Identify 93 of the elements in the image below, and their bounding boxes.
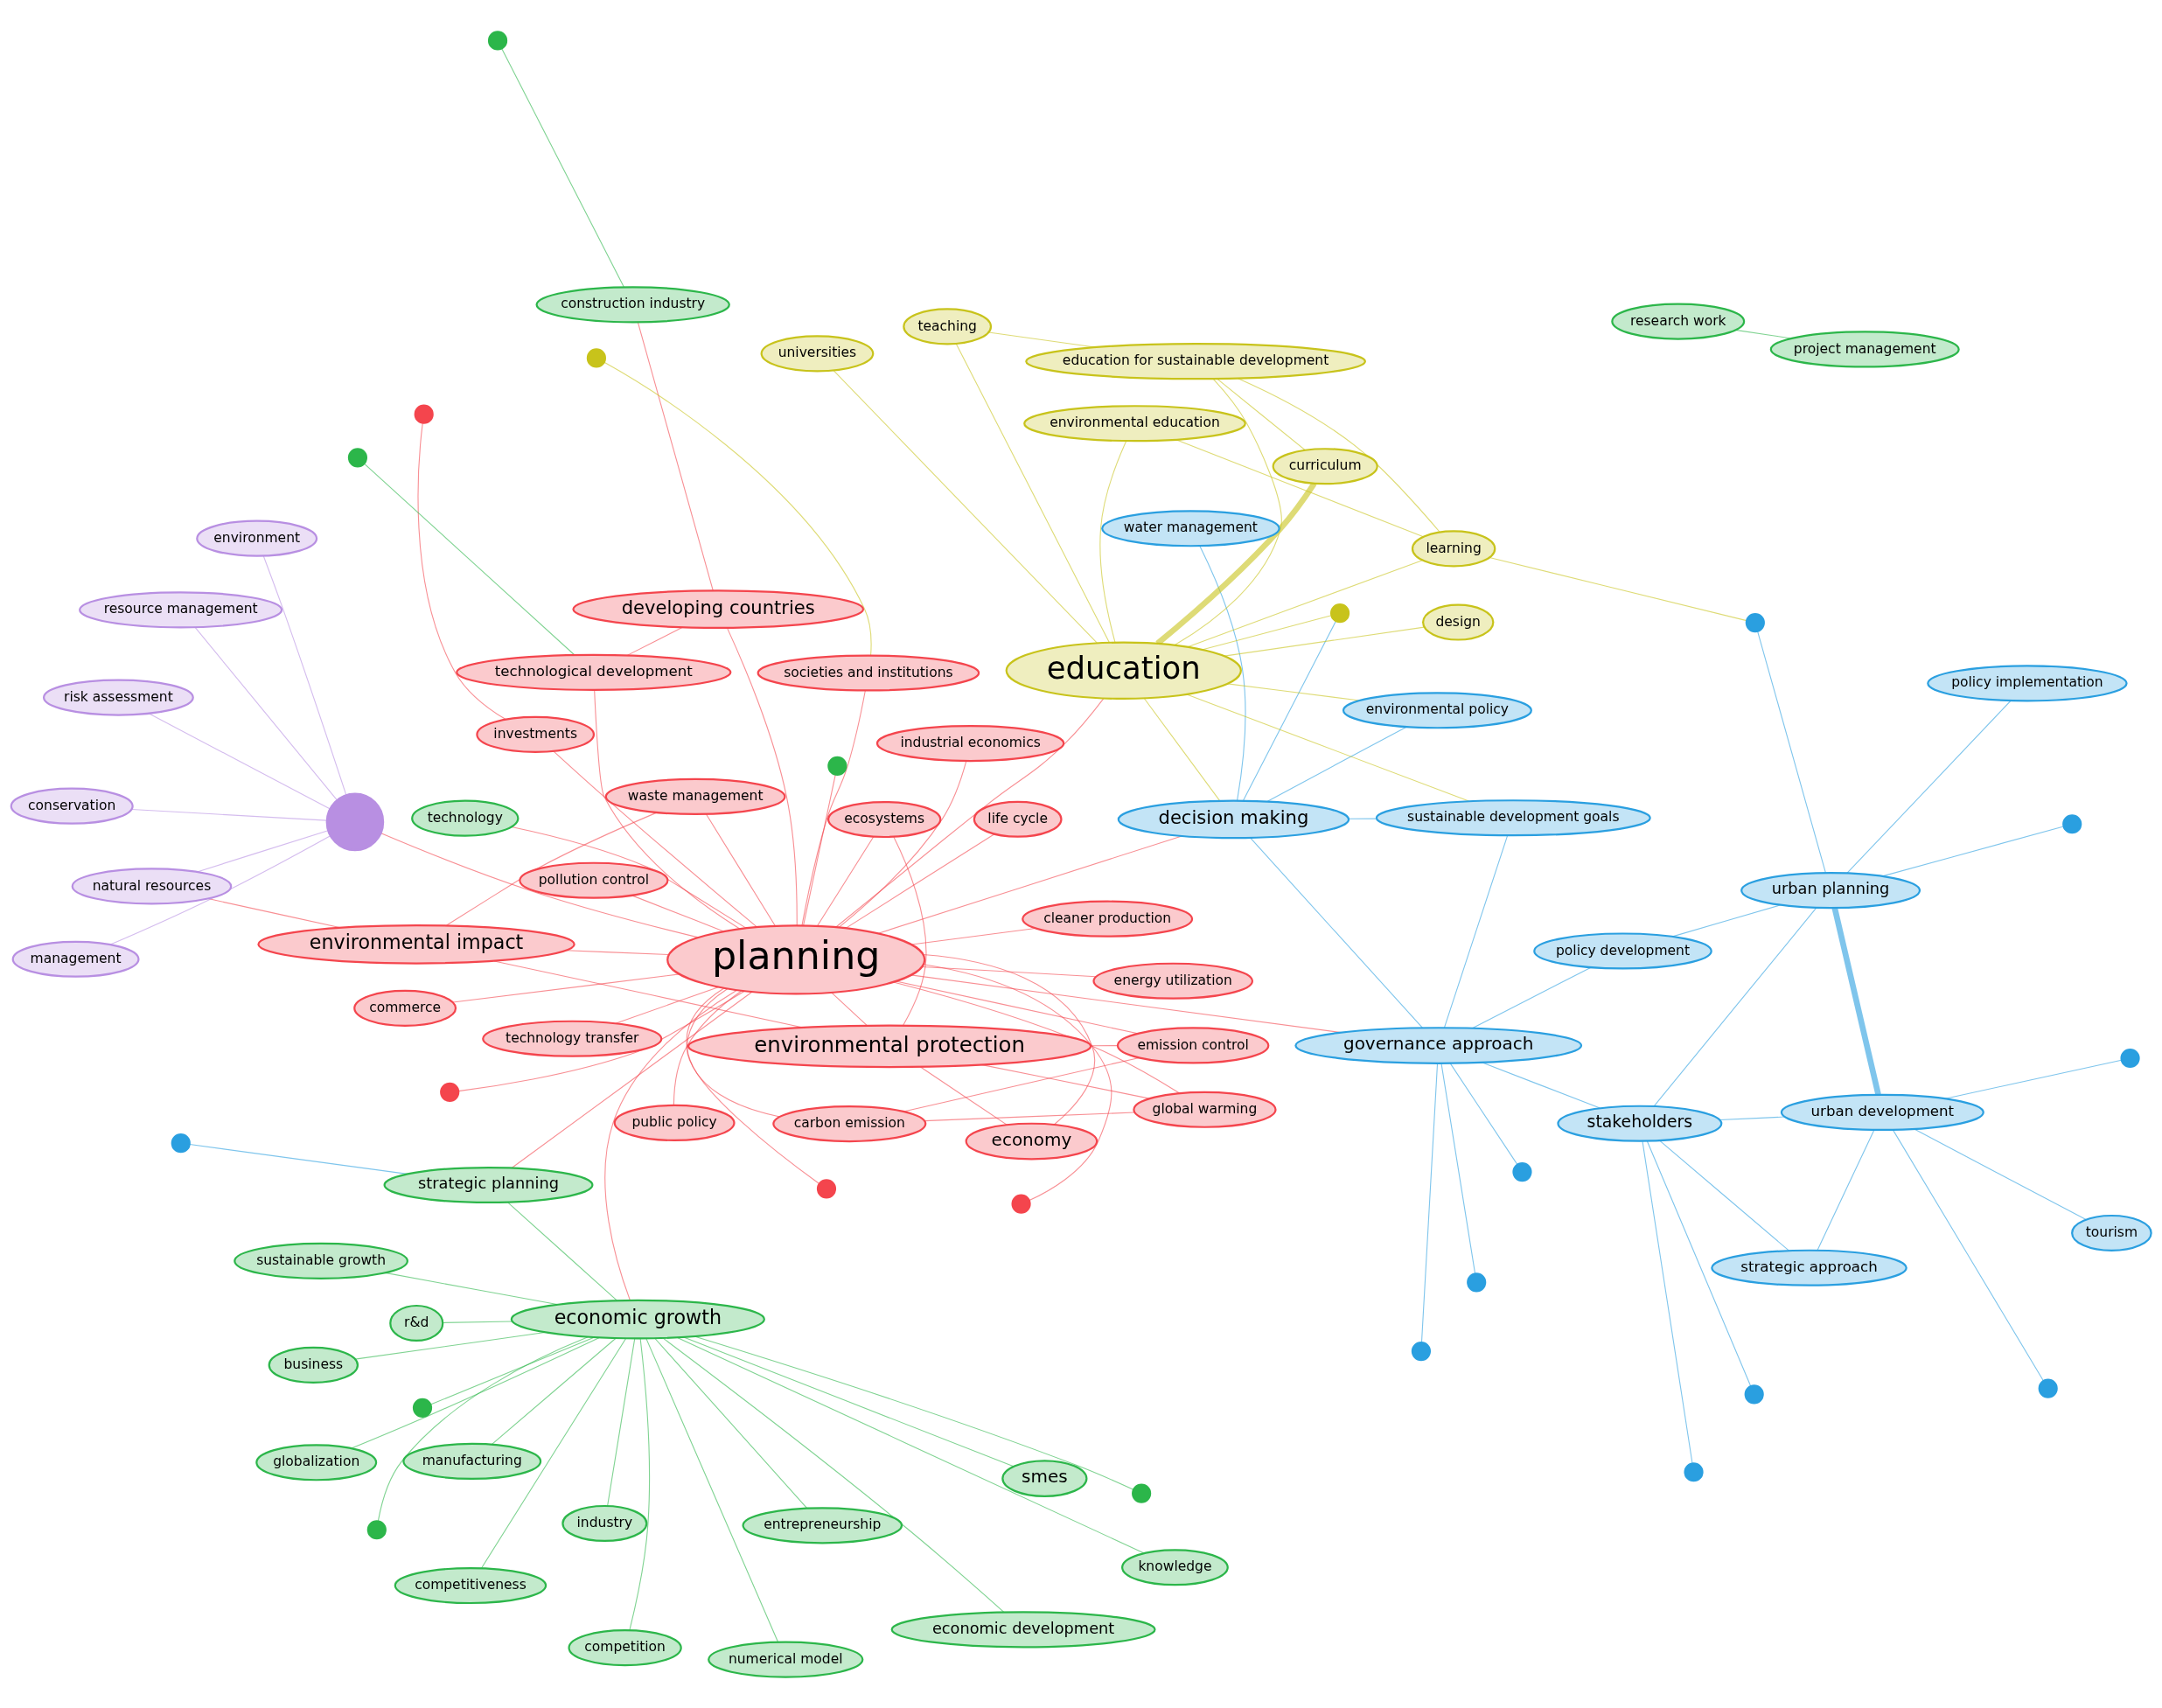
node-ellipse: sustainable growth	[234, 1242, 408, 1279]
node-ellipse: global warming	[1133, 1091, 1277, 1128]
node-ellipse: competitiveness	[394, 1566, 547, 1604]
node-circle	[1411, 1341, 1431, 1361]
node-ellipse: smes	[1001, 1459, 1088, 1497]
node-ellipse: ecosystems	[827, 800, 942, 838]
node-ellipse: management	[11, 940, 140, 978]
connector	[511, 826, 747, 929]
node-ellipse: life cycle	[973, 800, 1063, 838]
node-ellipse: tourism	[2071, 1214, 2152, 1251]
node-ellipse: governance approach	[1294, 1026, 1583, 1064]
node-circle	[816, 1178, 837, 1198]
node-ellipse: technological development	[456, 653, 732, 691]
node-ellipse: environment	[196, 519, 318, 557]
node-ellipse: competition	[568, 1628, 682, 1666]
node-circle	[1011, 1193, 1031, 1214]
node-ellipse: r&d	[389, 1304, 444, 1342]
node-ellipse: education for sustainable development	[1025, 342, 1366, 380]
node-circle	[414, 404, 434, 424]
node-circle	[1132, 1483, 1152, 1503]
node-circle	[586, 347, 606, 367]
node-ellipse: investments	[476, 715, 596, 753]
node-ellipse: policy development	[1533, 931, 1712, 970]
node-circle	[1512, 1161, 1532, 1182]
node-circle	[325, 792, 385, 851]
node-ellipse: emission control	[1116, 1026, 1270, 1063]
node-ellipse: numerical model	[708, 1641, 864, 1678]
node-ellipse: construction industry	[535, 285, 730, 323]
node-circle	[487, 30, 508, 50]
node-circle	[171, 1133, 191, 1153]
node-ellipse: conservation	[10, 787, 134, 825]
node-ellipse: public policy	[613, 1104, 736, 1141]
node-ellipse: education	[1005, 641, 1242, 700]
node-ellipse: industry	[561, 1504, 648, 1542]
node-ellipse: water management	[1101, 509, 1280, 547]
node-ellipse: energy utilization	[1092, 962, 1254, 1000]
node-ellipse: waste management	[604, 777, 786, 815]
node-circle	[412, 1398, 433, 1418]
node-circle	[1467, 1272, 1487, 1292]
node-circle	[2120, 1048, 2140, 1068]
connector	[457, 990, 745, 1091]
node-ellipse: project management	[1769, 330, 1960, 368]
node-ellipse: universities	[760, 334, 875, 372]
node-circle	[440, 1082, 460, 1102]
node-ellipse: societies and institutions	[757, 653, 980, 692]
node-ellipse: carbon emission	[772, 1105, 927, 1142]
node-ellipse: planning	[666, 924, 926, 995]
node-ellipse: resource management	[79, 590, 283, 628]
node-ellipse: cleaner production	[1022, 900, 1194, 938]
node-ellipse: environmental protection	[687, 1024, 1092, 1068]
node-ellipse: urban development	[1780, 1093, 1984, 1131]
connector	[662, 1337, 1005, 1613]
node-ellipse: design	[1422, 603, 1495, 641]
node-ellipse: research work	[1611, 302, 1746, 340]
node-ellipse: technology transfer	[482, 1020, 663, 1057]
node-ellipse: technology	[411, 799, 520, 837]
node-circle	[1745, 612, 1765, 632]
node-ellipse: economic development	[890, 1610, 1156, 1648]
node-ellipse: urban planning	[1740, 871, 1921, 909]
node-ellipse: strategic planning	[383, 1166, 594, 1203]
node-circle	[827, 756, 847, 776]
node-ellipse: environmental education	[1023, 404, 1246, 442]
node-ellipse: economic growth	[510, 1299, 765, 1339]
node-ellipse: environmental policy	[1342, 691, 1532, 729]
node-ellipse: manufacturing	[402, 1442, 542, 1480]
node-circle	[1329, 603, 1350, 623]
node-ellipse: developing countries	[572, 589, 865, 629]
node-ellipse: risk assessment	[42, 678, 194, 716]
node-circle	[2038, 1378, 2058, 1398]
node-ellipse: business	[268, 1346, 359, 1384]
node-ellipse: natural resources	[71, 867, 233, 904]
node-ellipse: sustainable development goals	[1375, 798, 1651, 836]
node-ellipse: environmental impact	[257, 924, 575, 965]
node-ellipse: policy implementation	[1927, 664, 2128, 701]
node-ellipse: commerce	[353, 989, 457, 1027]
node-ellipse: teaching	[903, 307, 993, 345]
node-circle	[1744, 1384, 1764, 1404]
node-ellipse: pollution control	[519, 861, 669, 899]
node-ellipse: curriculum	[1272, 447, 1378, 485]
node-ellipse: decision making	[1117, 799, 1350, 839]
node-circle	[366, 1519, 387, 1539]
node-ellipse: globalization	[255, 1443, 378, 1481]
node-circle	[1684, 1461, 1704, 1481]
node-ellipse: learning	[1411, 529, 1496, 567]
node-ellipse: knowledge	[1121, 1548, 1229, 1586]
node-ellipse: economy	[965, 1122, 1098, 1160]
node-ellipse: stakeholders	[1557, 1105, 1723, 1142]
node-ellipse: industrial economics	[875, 724, 1065, 762]
node-circle	[2062, 813, 2082, 833]
connector	[377, 1335, 589, 1522]
node-circle	[347, 447, 368, 467]
node-ellipse: strategic approach	[1711, 1249, 1907, 1286]
node-ellipse: entrepreneurship	[742, 1506, 903, 1544]
